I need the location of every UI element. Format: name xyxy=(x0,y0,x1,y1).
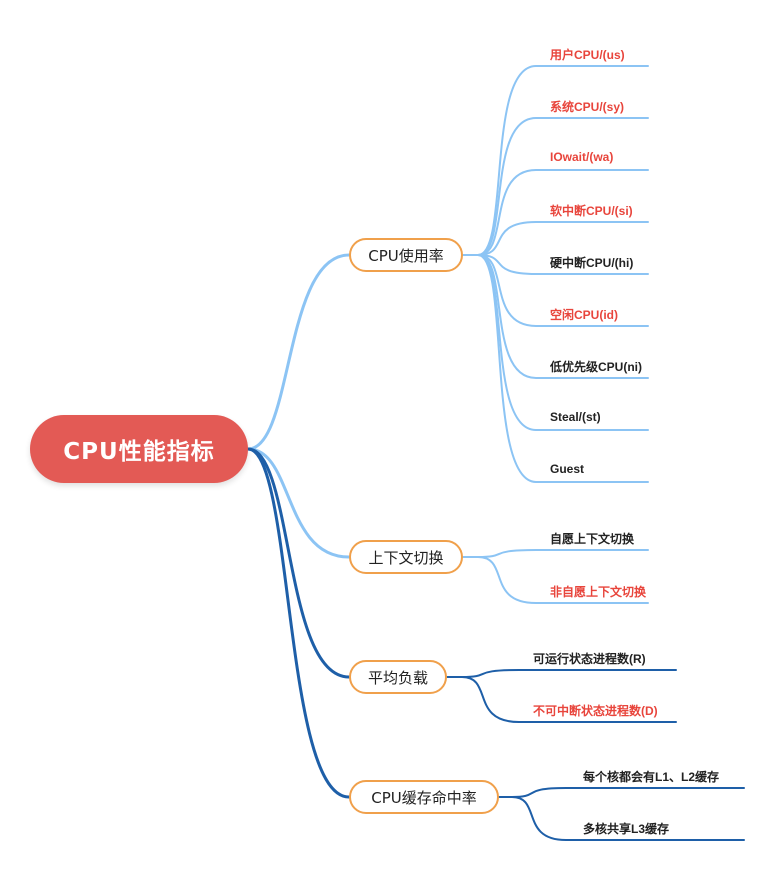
branch-cpu-cache-hit[interactable]: CPU缓存命中率 xyxy=(349,780,499,814)
root-to-branch-line xyxy=(246,447,351,679)
branch-label: CPU缓存命中率 xyxy=(371,788,477,807)
leaf-user-cpu: 用户CPU/(us) xyxy=(550,48,625,62)
branch-label: 平均负载 xyxy=(367,668,428,687)
leaf-involuntary-switch: 非自愿上下文切换 xyxy=(550,585,647,599)
leaf-nice-cpu: 低优先级CPU(ni) xyxy=(550,360,642,374)
leaf-connector-line xyxy=(477,65,649,256)
root-label: CPU性能指标 xyxy=(63,439,215,465)
leaf-system-cpu: 系统CPU/(sy) xyxy=(550,100,625,114)
leaf-connector-line xyxy=(477,221,649,256)
leaf-connector-line xyxy=(511,796,745,841)
root-to-branch-line xyxy=(246,447,351,559)
branch-label: CPU使用率 xyxy=(368,246,444,265)
leaf-connector-line xyxy=(477,254,649,379)
leaf-connector-line xyxy=(477,117,649,256)
leaf-iowait: IOwait/(wa) xyxy=(550,150,614,164)
leaf-hardirq-cpu: 硬中断CPU/(hi) xyxy=(550,256,634,270)
leaf-softirq-cpu: 软中断CPU/(si) xyxy=(550,204,633,218)
leaf-uninterruptible-procs: 不可中断状态进程数(D) xyxy=(533,704,658,718)
leaf-connector-line xyxy=(477,169,649,256)
leaf-runnable-procs: 可运行状态进程数(R) xyxy=(533,652,646,666)
branch-cpu-usage[interactable]: CPU使用率 xyxy=(349,238,463,272)
leaf-guest: Guest xyxy=(550,462,585,476)
leaf-connector-line xyxy=(477,556,649,604)
root-to-branch-line xyxy=(246,253,351,451)
leaf-connector-line xyxy=(477,254,649,275)
leaf-voluntary-switch: 自愿上下文切换 xyxy=(550,532,635,546)
leaf-connector-line xyxy=(477,254,649,327)
leaf-idle-cpu: 空闲CPU(id) xyxy=(550,308,618,322)
leaf-l1-l2-cache: 每个核都会有L1、L2缓存 xyxy=(583,770,720,784)
root-node[interactable]: CPU性能指标 xyxy=(30,415,248,483)
branch-load-average[interactable]: 平均负载 xyxy=(349,660,447,694)
branch-label: 上下文切换 xyxy=(368,548,444,567)
leaf-l3-cache: 多核共享L3缓存 xyxy=(583,822,670,836)
leaf-connector-line xyxy=(477,549,649,558)
branch-context-switch[interactable]: 上下文切换 xyxy=(349,540,463,574)
root-to-branch-line xyxy=(246,447,351,799)
leaf-steal: Steal/(st) xyxy=(550,410,601,424)
leaf-connector-line xyxy=(477,254,649,483)
leaf-connector-line xyxy=(461,669,677,678)
leaf-connector-line xyxy=(461,676,677,723)
leaf-connector-line xyxy=(511,787,745,798)
